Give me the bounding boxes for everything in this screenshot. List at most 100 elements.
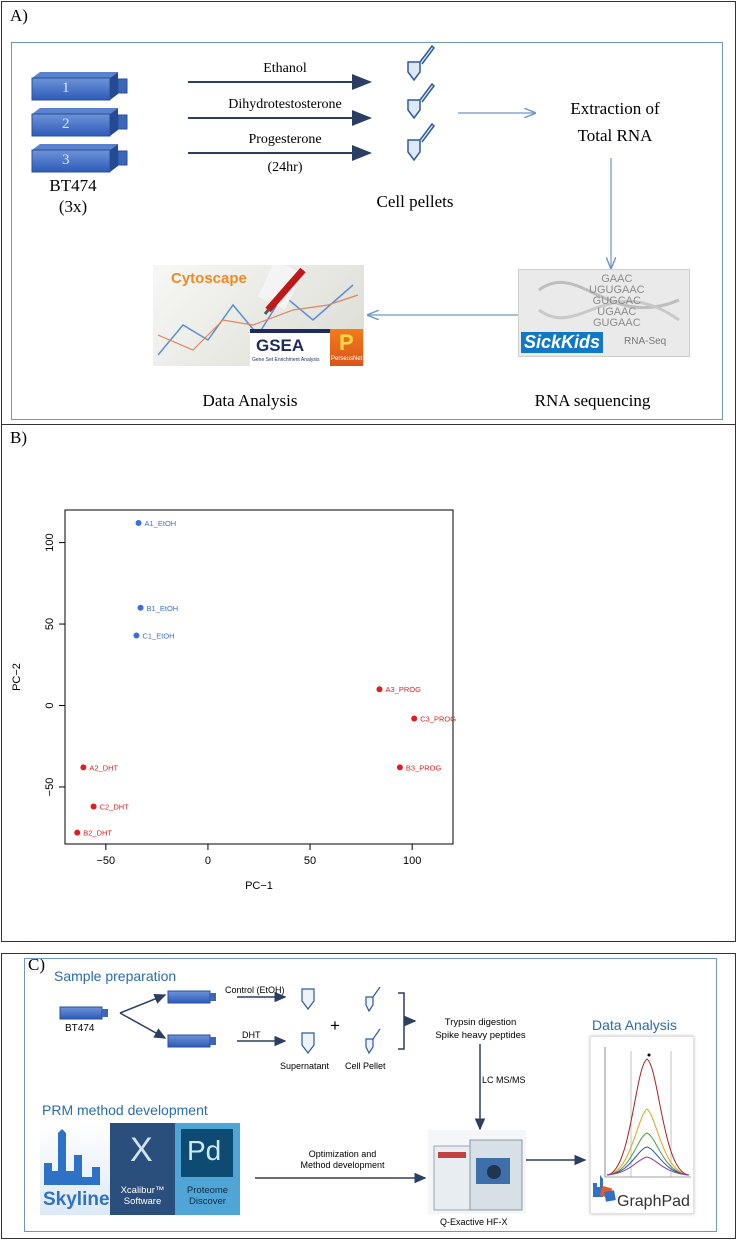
- control-label: Control (EtOH): [225, 985, 285, 995]
- arrow-to-control: [119, 994, 167, 1014]
- data-point: [74, 829, 81, 836]
- seq-line: UGAAC: [597, 306, 637, 318]
- bt474-label: BT474: [65, 1023, 95, 1034]
- panel-a-frame: [11, 42, 723, 420]
- y-tick-label: 0: [44, 702, 56, 708]
- digestion-line-2: Spike heavy peptides: [435, 1030, 526, 1041]
- data-point-label: B2_DHT: [83, 829, 112, 838]
- supernatant-label: Supernatant: [280, 1061, 330, 1071]
- y-axis-label: PC−2: [11, 663, 23, 691]
- pd-logo-text: Proteome Discover: [175, 1185, 240, 1207]
- data-point: [137, 604, 144, 611]
- cytoscape-logo: Cytoscape: [171, 270, 247, 287]
- cell-pellets-label: Cell pellets: [376, 192, 454, 211]
- duration-label: (24hr): [267, 160, 303, 175]
- pd-line-2: Discover: [189, 1196, 226, 1207]
- cell-pellet-label: Cell Pellet: [345, 1061, 386, 1071]
- seq-line: UGUGAAC: [589, 284, 645, 296]
- plot-frame: [64, 509, 454, 845]
- analysis-chart-icon: [157, 265, 359, 356]
- tube-icon: [365, 986, 381, 1055]
- data-analysis-title: Data Analysis: [592, 1017, 677, 1033]
- skyline-icon: [44, 1129, 100, 1185]
- flask-icon: [31, 144, 128, 173]
- rna-sequencing-label: RNA sequencing: [534, 391, 651, 410]
- pd-letters: Pd: [187, 1135, 222, 1166]
- panel-c: [1, 953, 736, 1239]
- tube-icon: [301, 988, 315, 1054]
- extraction-line-1: Extraction of: [570, 99, 660, 118]
- data-point: [80, 764, 87, 771]
- optimization-label: Optimization and Method development: [280, 1149, 405, 1171]
- flask-number: 2: [62, 116, 70, 132]
- dna-helix-icon: [538, 280, 680, 322]
- x-tick-label: 100: [403, 855, 421, 867]
- extraction-line-2: Total RNA: [577, 126, 653, 145]
- cell-line-label: BT474: [49, 176, 97, 195]
- tube-icon: [407, 44, 435, 82]
- data-point-label: C3_PROG: [420, 715, 456, 724]
- data-point: [411, 715, 418, 722]
- digestion-label: Trypsin digestion Spike heavy peptides: [418, 1016, 543, 1042]
- x-tick-label: −50: [97, 855, 116, 867]
- lcms-label: LC MS/MS: [482, 1075, 526, 1085]
- skyline-logo: Skyline: [40, 1123, 110, 1215]
- sample-prep-title: Sample preparation: [54, 968, 177, 984]
- optimization-line-1: Optimization and: [308, 1149, 377, 1159]
- pd-icon: Pd: [181, 1129, 233, 1177]
- panel-a-label: A): [10, 6, 28, 25]
- treatment-progesterone: Progesterone: [248, 132, 322, 147]
- gsea-logo-text: GSEA: [256, 336, 305, 355]
- rna-seq-image: GAAC UGUGAAC GUGCAC UGAAC GUGAAC SickKid…: [518, 269, 690, 357]
- flask-number: 1: [62, 80, 70, 96]
- seq-line: GUGAAC: [592, 317, 641, 329]
- treatment-dht: Dihydrotestosterone: [228, 97, 342, 112]
- data-point-label: C2_DHT: [100, 803, 130, 812]
- perseus-logo: P PerseusNet: [330, 329, 363, 366]
- data-point: [376, 686, 383, 693]
- pd-line-1: Proteome: [186, 1185, 229, 1196]
- xcalibur-line-2: Software: [123, 1196, 162, 1207]
- y-tick-label: 100: [44, 533, 56, 551]
- tube-icon: [407, 122, 435, 162]
- data-point-label: C1_EtOH: [142, 631, 174, 640]
- rna-seq-tag: RNA-Seq: [624, 336, 667, 347]
- seq-line: GAAC: [601, 273, 633, 285]
- panel-a-diagram: [31, 44, 737, 425]
- xcalibur-logo: X Xcalibur™ Software: [110, 1123, 175, 1215]
- data-point-label: A1_EtOH: [145, 519, 177, 528]
- x-tick-label: 50: [304, 855, 316, 867]
- gsea-logo: GSEA Gene Set Enrichment Analysis: [250, 329, 330, 366]
- graphpad-chromatogram: GraphPad: [590, 1036, 694, 1214]
- data-point: [90, 803, 97, 810]
- data-point: [135, 520, 142, 527]
- plus-sign: +: [330, 1016, 340, 1035]
- perseus-logo-text: PerseusNet: [331, 356, 363, 362]
- prm-title: PRM method development: [42, 1102, 208, 1118]
- flask-icon: [167, 990, 216, 1004]
- replicates-label: (3x): [58, 197, 88, 216]
- mass-spectrometer-image: [428, 1130, 526, 1214]
- x-axis-label: PC−1: [245, 880, 273, 892]
- chromatogram-icon: [593, 1047, 691, 1202]
- seq-text: GAAC UGUGAAC GUGCAC UGAAC GUGAAC: [589, 274, 645, 329]
- data-point-label: A2_DHT: [89, 763, 118, 772]
- flask-icon: [167, 1034, 216, 1048]
- xcalibur-line-1: Xcalibur™: [120, 1185, 165, 1196]
- xcalibur-logo-text: Xcalibur™ Software: [110, 1185, 175, 1207]
- tube-icon: [407, 82, 435, 120]
- data-point-label: B3_PROG: [406, 763, 442, 772]
- panel-c-label: C): [28, 955, 45, 974]
- digestion-line-1: Trypsin digestion: [444, 1017, 517, 1028]
- flask-icon: [31, 72, 128, 101]
- sickkids-logo: SickKids: [521, 332, 604, 353]
- xcalibur-letter: X: [130, 1131, 153, 1169]
- data-point-label: B1_EtOH: [147, 604, 179, 613]
- panel-c-diagram: [59, 986, 587, 1184]
- data-analysis-image: Cytoscape GSEA Gene Set Enrichment Analy…: [153, 265, 364, 366]
- flask-number: 3: [62, 152, 70, 168]
- perseus-letter: P: [339, 330, 354, 355]
- panel-b-label: B): [10, 428, 27, 447]
- instrument-label: Q-Exactive HF-X: [440, 1217, 508, 1227]
